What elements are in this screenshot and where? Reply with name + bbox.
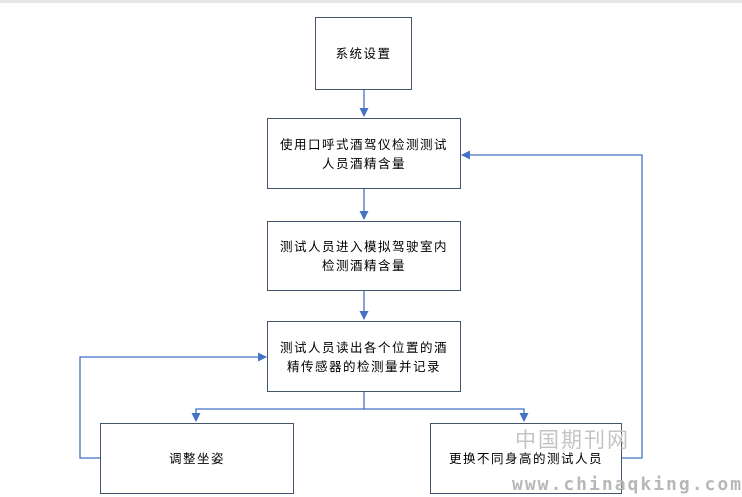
watermark-cn: 中国期刊网 [515, 428, 630, 452]
arrow-adjust-loop [79, 352, 267, 459]
node-breath-test: 使用口呼式酒驾仪检测测试人员酒精含量 [267, 118, 461, 189]
node-enter-cab: 测试人员进入模拟驾驶室内检测酒精含量 [267, 221, 461, 291]
arrow-read-to-adjust [191, 392, 365, 422]
arrow-change-loop [461, 150, 643, 459]
watermark-url: www.chinaqking.com [512, 474, 742, 495]
top-border [0, 0, 742, 3]
node-adjust-posture: 调整坐姿 [100, 423, 294, 494]
node-system-setup: 系统设置 [315, 17, 412, 90]
node-read-sensors: 测试人员读出各个位置的酒精传感器的检测量并记录 [267, 321, 461, 392]
node-change-person: 更换不同身高的测试人员 [430, 423, 622, 494]
arrow-read-to-change [364, 408, 529, 422]
